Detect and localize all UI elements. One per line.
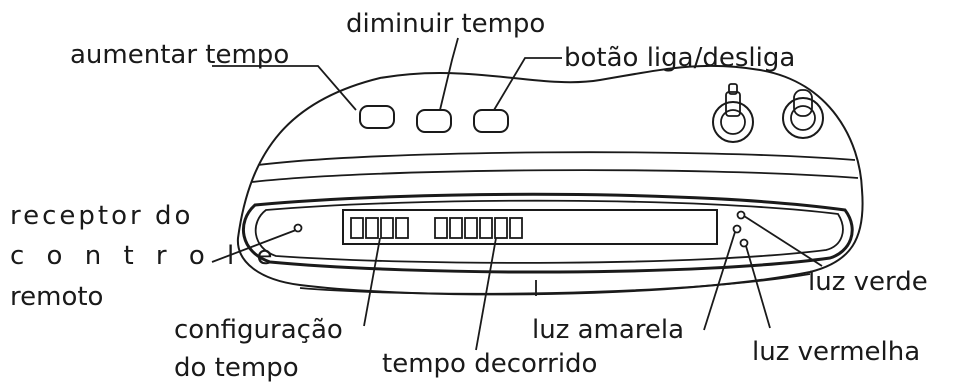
connector-left-icon [712, 83, 754, 143]
label-tempo-decorrido: tempo decorrido [382, 349, 597, 379]
panel-contour-top [257, 151, 856, 166]
leader-luz-vermelha [745, 245, 771, 329]
leader-diminuir [439, 37, 459, 111]
leader-luz-amarela [703, 231, 736, 331]
label-receptor-line1: receptor do [10, 201, 193, 231]
diminuir-tempo-button[interactable] [416, 109, 452, 133]
remote-receptor [293, 223, 303, 233]
base-line [299, 273, 811, 295]
display-band-inner [254, 199, 844, 264]
label-configuracao-line1: configuração [174, 315, 343, 345]
label-receptor-line3: remoto [10, 282, 103, 312]
label-configuracao-line2: do tempo [174, 353, 299, 383]
lcd-digits-elapsed [434, 217, 523, 239]
luz-amarela-light [732, 224, 742, 234]
display-band-outer [241, 192, 854, 274]
leader-receptor [211, 229, 297, 263]
leader-tempo-decorrido [475, 237, 497, 351]
aumentar-tempo-button[interactable] [359, 105, 395, 129]
leader-liga [493, 57, 562, 111]
label-luz-amarela: luz amarela [532, 315, 684, 345]
panel-contour-mid [251, 169, 859, 183]
lcd-digits-config [350, 217, 409, 239]
leader-aumentar [212, 65, 357, 111]
luz-vermelha-light [739, 238, 749, 248]
label-luz-vermelha: luz vermelha [752, 337, 920, 367]
label-luz-verde: luz verde [808, 267, 928, 297]
leader-luz-verde [743, 215, 823, 267]
label-diminuir-tempo: diminuir tempo [346, 9, 545, 39]
label-botao-liga-desliga: botão liga/desliga [564, 43, 795, 73]
lcd-display [342, 209, 718, 245]
device-body [236, 64, 864, 296]
label-aumentar-tempo: aumentar tempo [70, 40, 289, 70]
luz-verde-light [736, 210, 746, 220]
label-receptor-line2: c o n t r o l e [10, 241, 280, 271]
power-button[interactable] [473, 109, 509, 133]
leader-configuracao [363, 237, 381, 327]
connector-right-icon [782, 89, 824, 139]
